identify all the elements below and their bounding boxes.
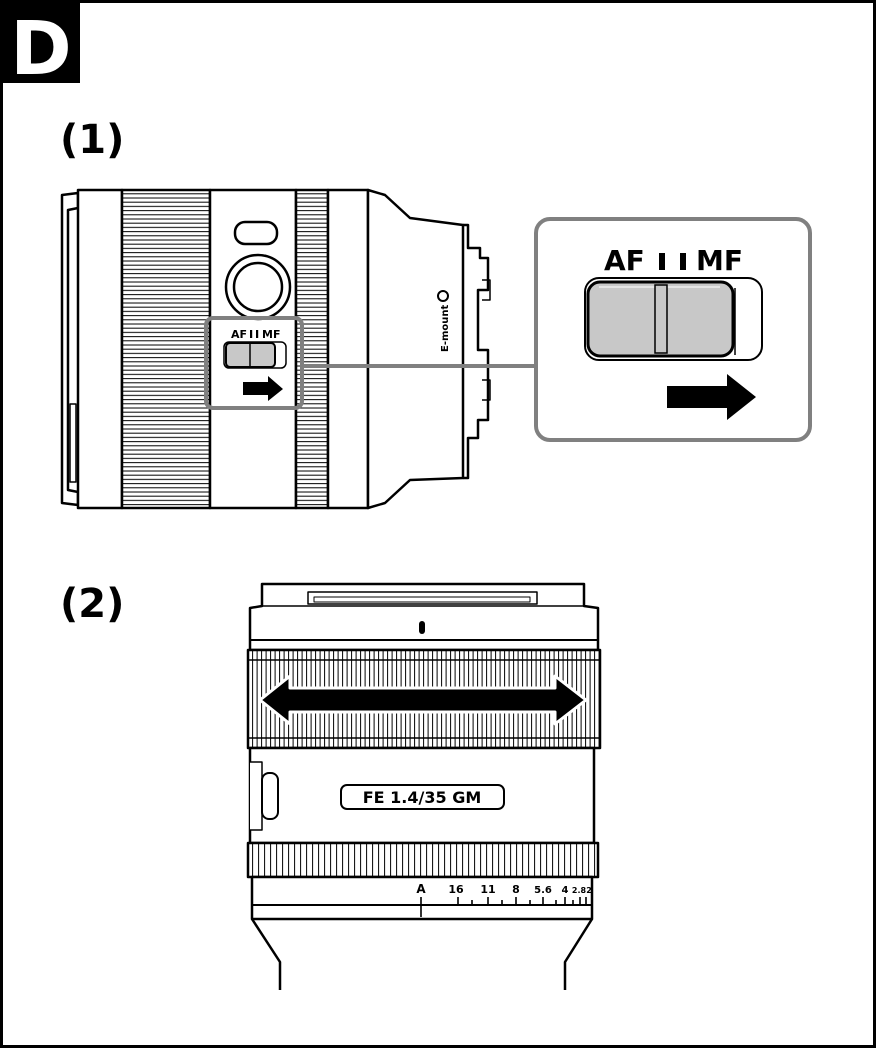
step1-label: (1) xyxy=(60,117,124,163)
aperture-scale-value: 8 xyxy=(512,883,520,896)
lens-index-mark xyxy=(419,621,425,634)
small-switch-group: AF MF xyxy=(204,316,304,410)
lens-name-plate xyxy=(340,784,505,810)
focus-hold-button-top xyxy=(261,772,279,820)
aperture-scale-value: 2.8 xyxy=(572,886,587,895)
mount-label: E-mount xyxy=(440,304,451,352)
small-right-arrow-icon xyxy=(243,376,283,401)
section-badge: D xyxy=(3,3,80,92)
aperture-scale-value: 2 xyxy=(586,886,592,895)
focus-hold-button xyxy=(233,220,279,246)
switch-zoom-callout: AF MF xyxy=(534,217,812,442)
lens-side-view xyxy=(60,188,491,510)
small-switch-mf-label: MF xyxy=(262,328,280,341)
section-letter: D xyxy=(10,6,71,92)
zoom-mf-label: MF xyxy=(696,244,743,277)
small-switch-callout xyxy=(204,316,304,410)
lens-top-view xyxy=(246,582,602,990)
aperture-scale-value: A xyxy=(416,882,426,896)
focus-ring-side xyxy=(120,188,212,510)
step2-label: (2) xyxy=(60,581,124,627)
aperture-scale: A 16 11 8 5.6 4 2.8 2 xyxy=(416,882,591,896)
small-switch-af-label: AF xyxy=(231,328,247,341)
aperture-scale-value: 16 xyxy=(448,883,464,896)
mount-index-dot xyxy=(437,290,449,302)
aperture-scale-value: 11 xyxy=(480,883,495,896)
slide-right-arrow-icon xyxy=(667,374,756,420)
zoom-af-label: AF xyxy=(604,244,645,277)
aperture-ring[interactable] xyxy=(246,841,600,879)
aperture-scale-value: 5.6 xyxy=(534,885,552,896)
aperture-scale-value: 4 xyxy=(562,885,569,896)
rotate-double-arrow-icon xyxy=(258,674,588,726)
lens-name: FE 1.4/35 GM xyxy=(363,788,482,807)
